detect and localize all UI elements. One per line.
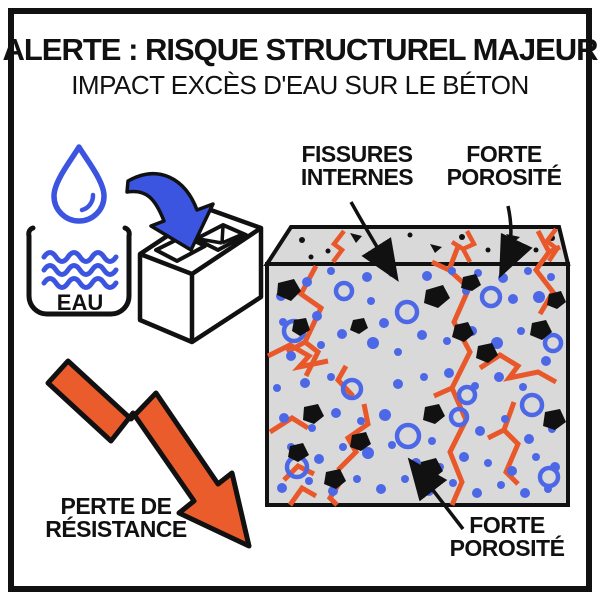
label-forte-porosite-top: FORTE POROSITÉ <box>447 143 562 189</box>
label-fissures-line2: INTERNES <box>300 164 414 190</box>
label-fissures-internes: FISSURES INTERNES <box>300 141 414 190</box>
fissures-pointer-arrow <box>349 201 399 282</box>
eau-label: EAU <box>57 290 103 315</box>
internal-cracks <box>266 229 562 507</box>
label-porosite-top-line2: POROSITÉ <box>446 164 562 190</box>
porosite-bottom-pointer-arrow <box>407 457 465 531</box>
label-porosite-bottom-line2: POROSITÉ <box>449 535 565 561</box>
pore-rings <box>281 280 564 489</box>
page-title: ALERTE : RISQUE STRUCTUREL MAJEUR <box>2 32 598 67</box>
label-fissures-line1: FISSURES <box>301 141 413 167</box>
pour-arrow-icon <box>125 171 215 252</box>
label-porosite-top-line1: FORTE <box>466 141 542 167</box>
label-perte-resistance: PERTE DE RÉSISTANCE <box>45 495 187 541</box>
outer-border-frame <box>8 8 592 592</box>
label-porosite-bottom-line1: FORTE <box>469 512 545 538</box>
concrete-cube-illustration <box>263 225 571 507</box>
water-waves-icon <box>41 250 119 290</box>
porosite-top-pointer-arrow <box>499 205 533 279</box>
decline-arrow-icon <box>45 358 252 549</box>
label-perte-line2: RÉSISTANCE <box>45 516 187 542</box>
water-drop-icon <box>51 144 107 224</box>
label-forte-porosite-bottom: FORTE POROSITÉ <box>450 514 565 560</box>
page-subtitle: IMPACT EXCÈS D'EAU SUR LE BÉTON <box>71 70 529 100</box>
water-container-icon: EAU <box>26 225 132 317</box>
label-perte-line1: PERTE DE <box>60 493 172 519</box>
